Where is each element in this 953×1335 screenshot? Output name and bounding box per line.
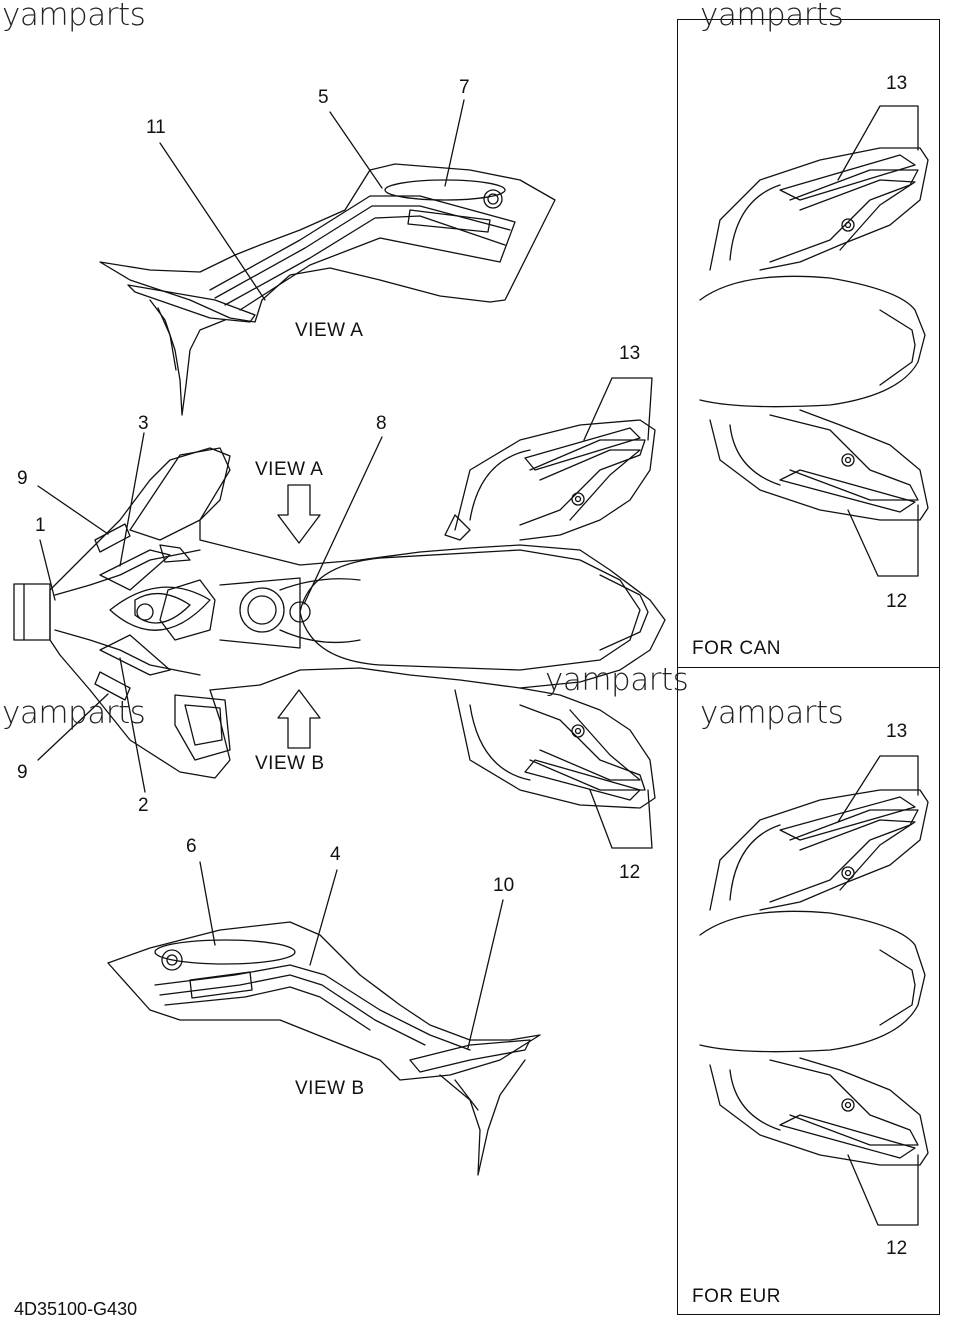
- for-can-drawing: [699, 105, 929, 577]
- watermark-mid-left: yamparts: [2, 695, 146, 731]
- callout-7: 7: [459, 77, 470, 98]
- view-b-side-panel: [107, 921, 541, 1176]
- callout-6: 6: [186, 836, 197, 857]
- callout-1: 1: [35, 515, 46, 536]
- callout-3: 3: [138, 413, 149, 434]
- callout-12-main: 12: [619, 862, 641, 883]
- diagram-code: 4D35100-G430: [14, 1299, 138, 1319]
- watermark-mid-right: yamparts: [700, 695, 844, 731]
- view-a-leaders: [159, 99, 465, 301]
- callout-13-eur: 13: [886, 721, 908, 742]
- main-leaders: [37, 377, 653, 849]
- callout-8: 8: [376, 413, 387, 434]
- callout-13-main: 13: [619, 343, 641, 364]
- for-eur-panel: [677, 667, 940, 1315]
- view-b-arrow: [277, 689, 321, 749]
- for-eur-drawing: [699, 755, 929, 1226]
- callout-12-can: 12: [886, 591, 908, 612]
- callout-4: 4: [330, 844, 341, 865]
- callout-13-can: 13: [886, 73, 908, 94]
- view-b-arrow-label: VIEW B: [255, 753, 325, 774]
- main-top-view: [13, 419, 666, 809]
- view-a-arrow: [277, 484, 321, 544]
- watermark-top-right: yamparts: [700, 0, 844, 33]
- watermark-mid-center: yamparts: [545, 662, 689, 698]
- view-a-arrow-label: VIEW A: [255, 459, 324, 480]
- view-a-side-panel: [99, 163, 556, 416]
- callout-11: 11: [146, 117, 166, 138]
- callout-9-bottom: 9: [17, 762, 28, 783]
- watermark-top-left: yamparts: [2, 0, 146, 33]
- callout-2: 2: [138, 795, 149, 816]
- callout-10: 10: [493, 875, 515, 896]
- view-a-label: VIEW A: [295, 320, 364, 341]
- callout-9-top: 9: [17, 468, 28, 489]
- callout-5: 5: [318, 87, 329, 108]
- view-b-leaders: [199, 861, 504, 1049]
- for-can-label: FOR CAN: [692, 638, 781, 659]
- callout-12-eur: 12: [886, 1238, 908, 1259]
- for-eur-label: FOR EUR: [692, 1286, 781, 1307]
- view-b-label: VIEW B: [295, 1078, 365, 1099]
